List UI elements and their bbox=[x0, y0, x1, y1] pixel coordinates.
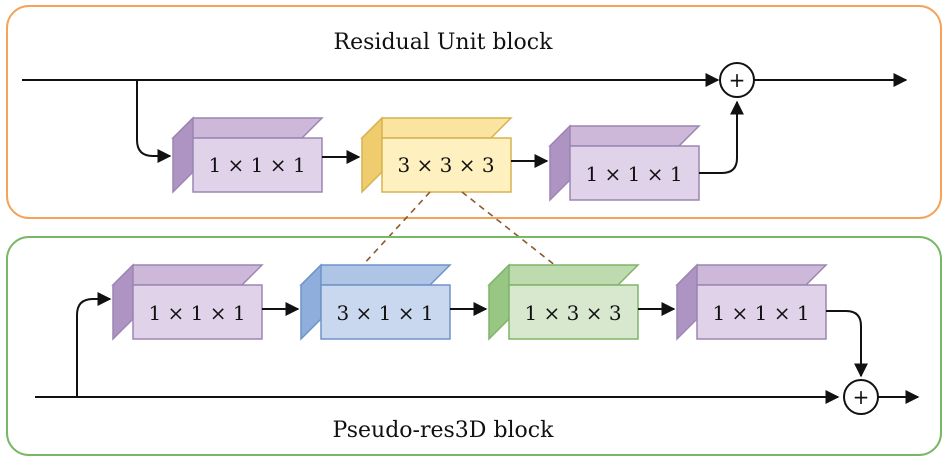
pseudo-layer-2-side bbox=[300, 263, 322, 341]
pseudo-layer-1-top bbox=[111, 264, 264, 286]
decomposition-link-left bbox=[361, 191, 431, 267]
pseudo-layer-2-top bbox=[299, 264, 452, 286]
residual-layer-2-front bbox=[381, 137, 512, 193]
pseudo-layer-2: 3 × 1 × 1 bbox=[299, 263, 452, 341]
residual-branch-arrow bbox=[136, 80, 172, 163]
residual-layer-1-side bbox=[172, 116, 194, 194]
pseudo-layer-3-label: 1 × 3 × 3 bbox=[524, 301, 621, 325]
pseudo-layer-1-label: 1 × 1 × 1 bbox=[148, 301, 245, 325]
pseudo-layer-4-front bbox=[696, 284, 827, 340]
residual-layer-1: 1 × 1 × 1 bbox=[171, 116, 324, 194]
pseudo-branch-arrow bbox=[76, 292, 112, 397]
residual-layer-2-side bbox=[361, 116, 383, 194]
residual-layer-1-top bbox=[171, 117, 324, 139]
pseudo-layer-1-front bbox=[132, 284, 263, 340]
residual-layer-1-front bbox=[192, 137, 323, 193]
pseudo-layer-2-label: 3 × 1 × 1 bbox=[336, 301, 433, 325]
pseudo-block-border bbox=[6, 236, 942, 456]
residual-layer-3-top bbox=[548, 125, 701, 147]
pseudo-layer-4-side bbox=[676, 263, 698, 341]
pseudo-res3d-block: Pseudo-res3D block 1 × 1 × 1 3 × 1 × 1 1… bbox=[6, 236, 942, 456]
residual-layer-3-label: 1 × 1 × 1 bbox=[585, 162, 682, 186]
pseudo-layer-4-label: 1 × 1 × 1 bbox=[712, 301, 809, 325]
pseudo-layer-3-side bbox=[488, 263, 510, 341]
pseudo-sum-symbol: + bbox=[853, 385, 870, 409]
pseudo-arrow-to-sum bbox=[826, 310, 868, 378]
residual-sum-symbol: + bbox=[729, 68, 746, 92]
residual-sum-node: + bbox=[719, 62, 755, 98]
pseudo-layer-2-front bbox=[320, 284, 451, 340]
pseudo-block-title: Pseudo-res3D block bbox=[333, 418, 555, 443]
pseudo-layer-4-top bbox=[675, 264, 828, 286]
residual-layer-2: 3 × 3 × 3 bbox=[360, 116, 513, 194]
residual-arrow-to-sum bbox=[699, 100, 744, 174]
residual-block-title: Residual Unit block bbox=[334, 30, 554, 55]
pseudo-layer-1-side bbox=[112, 263, 134, 341]
residual-unit-block: Residual Unit block 1 × 1 × 1 3 × 3 × 3 … bbox=[6, 5, 942, 219]
pseudo-layer-3: 1 × 3 × 3 bbox=[487, 263, 640, 341]
decomposition-link-right bbox=[461, 191, 557, 267]
residual-layer-3-side bbox=[549, 124, 571, 202]
pseudo-sum-node: + bbox=[843, 379, 879, 415]
residual-layer-3: 1 × 1 × 1 bbox=[548, 124, 701, 202]
pseudo-layer-3-front bbox=[508, 284, 639, 340]
pseudo-layer-1: 1 × 1 × 1 bbox=[111, 263, 264, 341]
residual-layer-1-label: 1 × 1 × 1 bbox=[208, 153, 305, 177]
pseudo-layer-4: 1 × 1 × 1 bbox=[675, 263, 828, 341]
residual-block-border bbox=[6, 5, 942, 219]
residual-layer-2-label: 3 × 3 × 3 bbox=[397, 153, 494, 177]
residual-layer-2-top bbox=[360, 117, 513, 139]
pseudo-layer-3-top bbox=[487, 264, 640, 286]
